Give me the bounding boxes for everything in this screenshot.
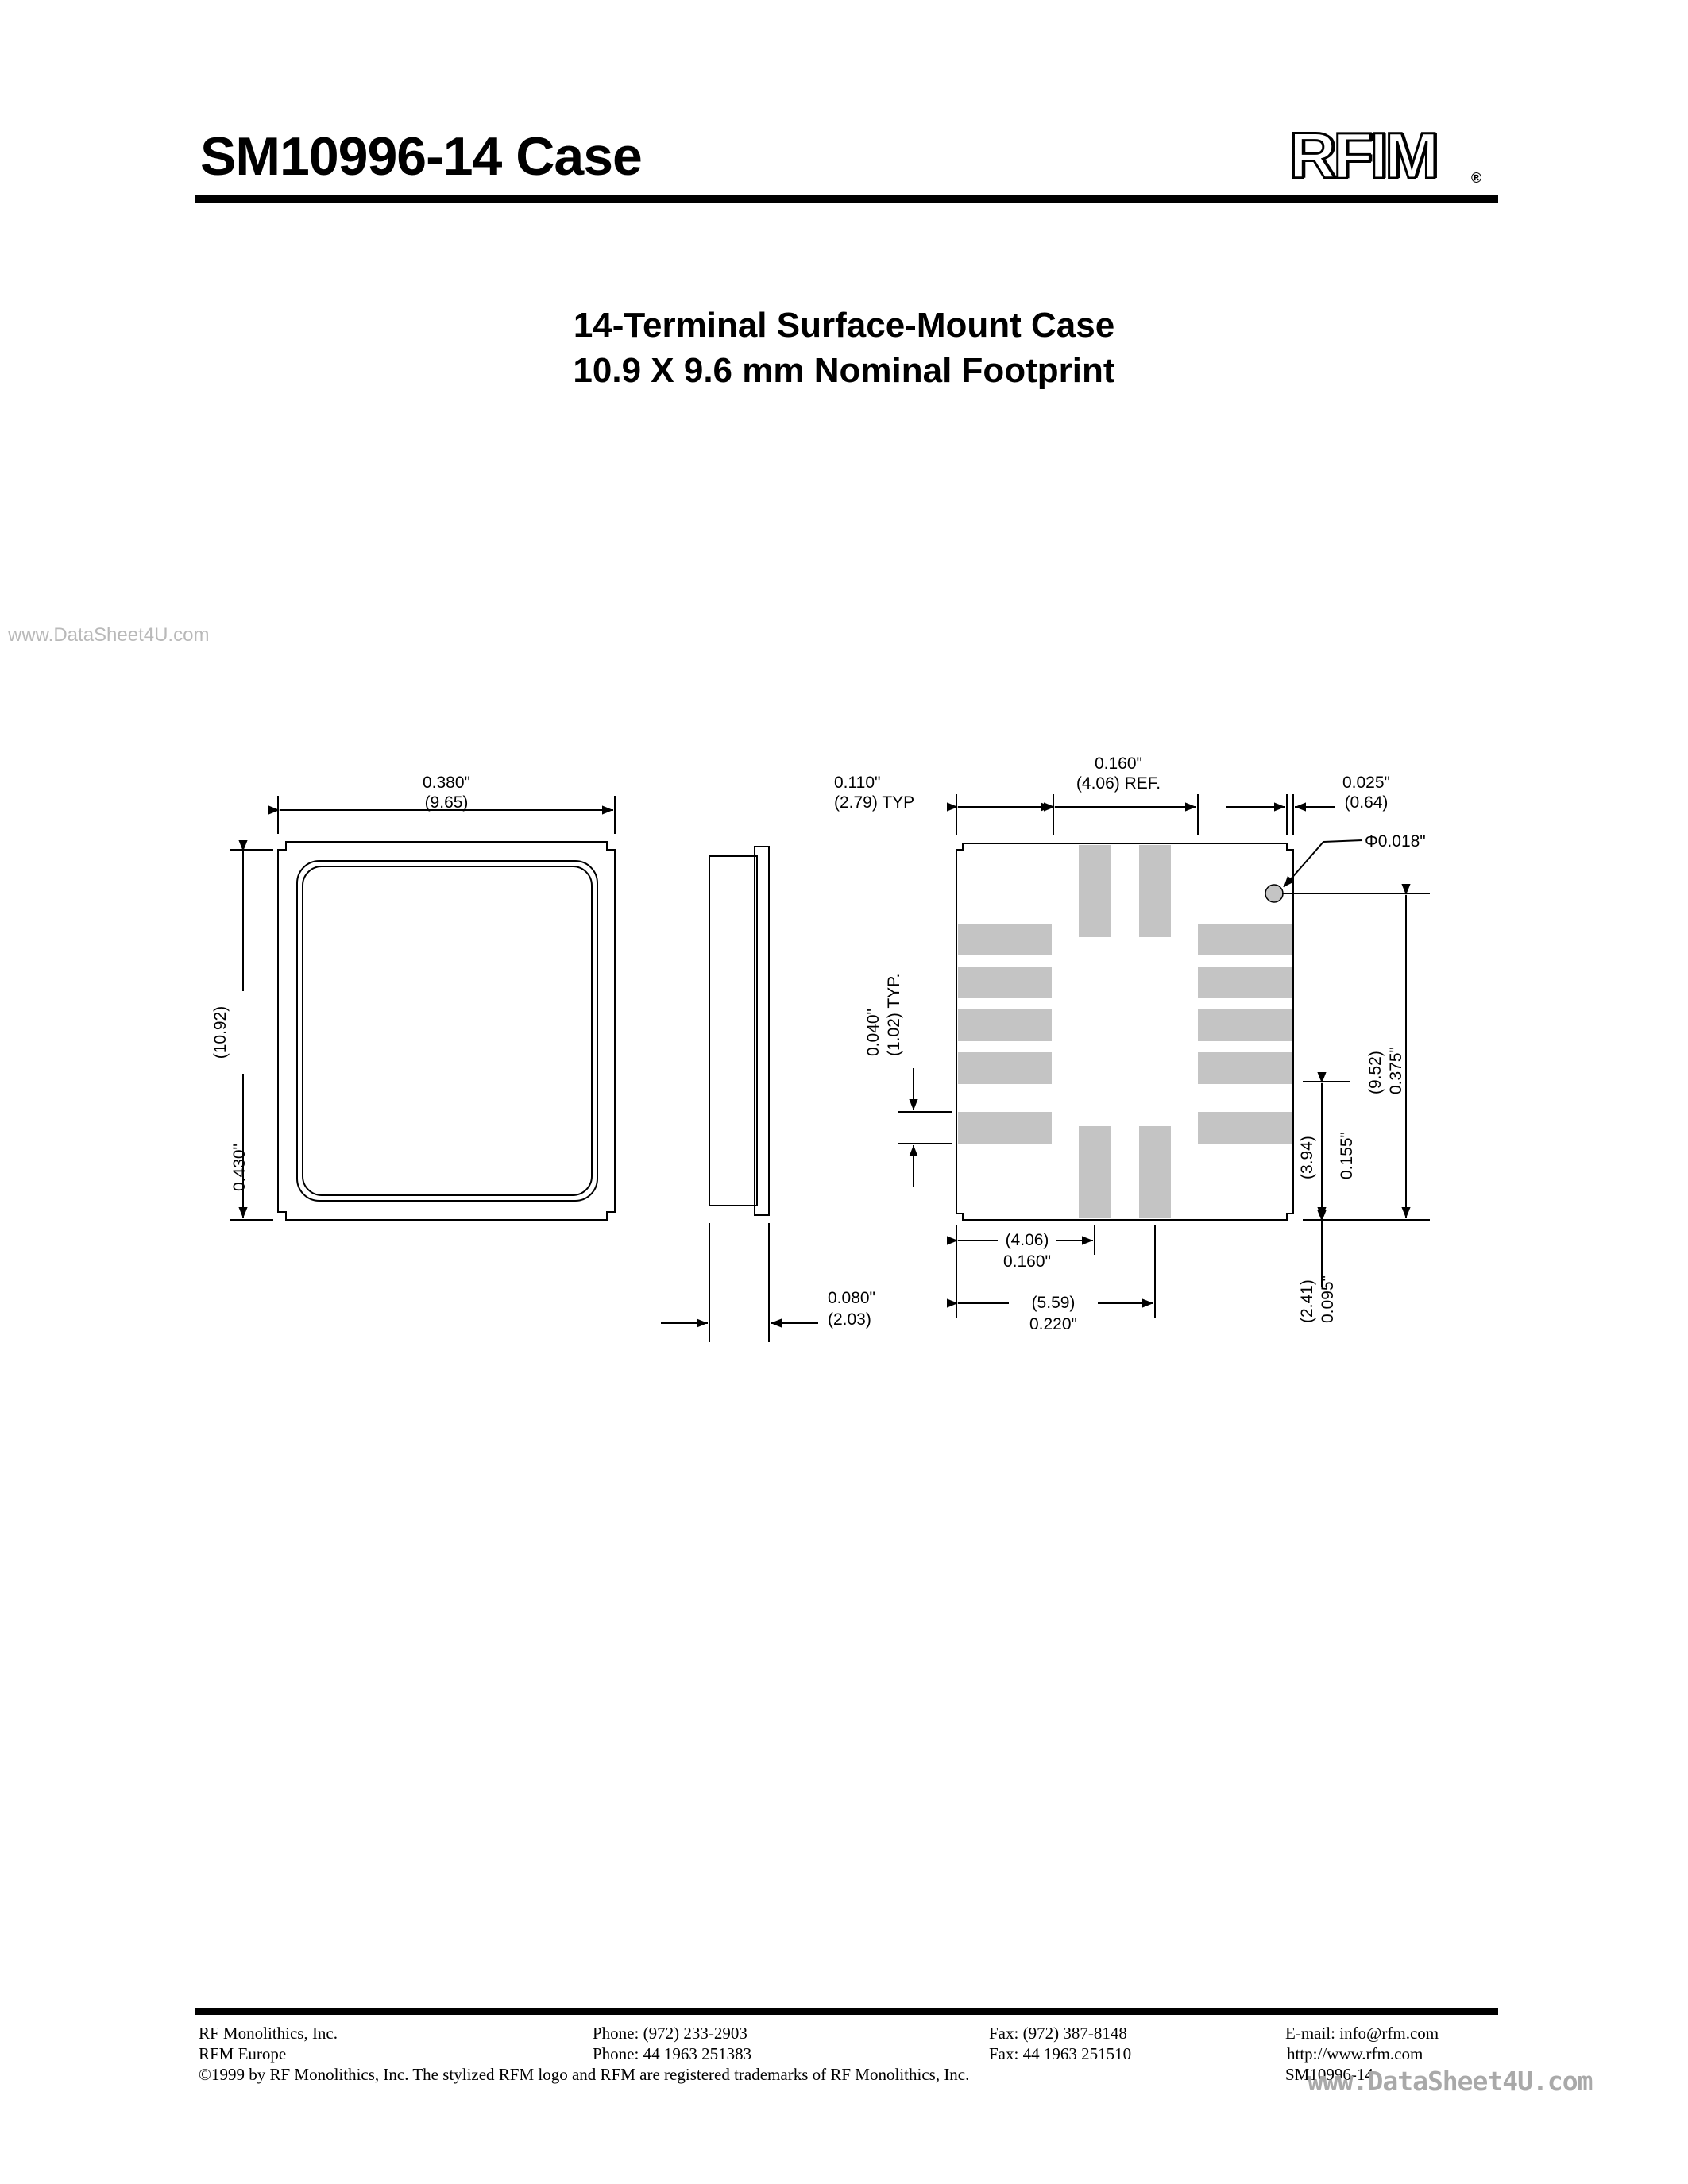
bottom-b-in: 0.220" [1029,1315,1077,1333]
bottom-offset-in: 0.095" [1319,1275,1337,1323]
pad-length-in: 0.110" [834,774,880,792]
right-span-mm: (9.52) [1366,1051,1385,1094]
pitch-in: 0.040" [864,1009,883,1056]
footer-email[interactable]: E-mail: info@rfm.com [1285,2024,1439,2043]
top-view [230,796,616,1221]
bottom-a-in: 0.160" [1003,1252,1051,1271]
footer-fax-us: Fax: (972) 387-8148 [989,2024,1127,2043]
center-ref-mm: (4.06) REF. [1076,774,1161,793]
top-height-mm: (10.92) [211,1006,230,1059]
footer-phone-eu: Phone: 44 1963 251383 [593,2044,752,2063]
right-lower-mm: (3.94) [1298,1136,1316,1179]
rfm-logo: RFIM [1288,119,1439,194]
side-view [661,846,818,1342]
bottom-a-mm: (4.06) [1006,1231,1049,1249]
side-thickness-in: 0.080" [828,1289,875,1307]
footer-doc-code: SM10996-14 [1285,2065,1373,2084]
subtitle-line-1: 14-Terminal Surface-Mount Case [573,306,1115,345]
watermark-left: www.DataSheet4U.com [8,624,210,646]
right-span-in: 0.375" [1387,1047,1405,1094]
edge-mm: (0.64) [1345,793,1389,812]
footer-phone-us: Phone: (972) 233-2903 [593,2024,747,2043]
pin1-hole [1265,884,1284,903]
side-thickness-mm: (2.03) [828,1310,871,1329]
terminal-pads [958,845,1292,1218]
footer-company-us: RF Monolithics, Inc. [199,2024,338,2043]
footer-copyright: ©1999 by RF Monolithics, Inc. The styliz… [199,2065,970,2084]
pad-length-mm: (2.79) TYP [834,793,914,812]
page-title: SM10996-14 Case [200,126,643,187]
hole-diameter: Φ0.018" [1365,832,1426,851]
pitch-mm: (1.02) TYP. [885,974,903,1056]
footer-url[interactable]: http://www.rfm.com [1287,2044,1423,2063]
right-lower-in: 0.155" [1338,1132,1356,1179]
header-rule [195,195,1498,203]
subtitle-line-2: 10.9 X 9.6 mm Nominal Footprint [573,351,1115,390]
top-height-in: 0.430" [230,1144,249,1191]
edge-in: 0.025" [1342,774,1390,792]
watermark-right: www.DataSheet4U.com [1308,2066,1593,2097]
bottom-offset-mm: (2.41) [1298,1279,1316,1323]
center-ref-in: 0.160" [1095,754,1142,773]
bottom-b-mm: (5.59) [1032,1294,1076,1312]
footer-rule [195,2008,1498,2015]
footer-fax-eu: Fax: 44 1963 251510 [989,2044,1132,2063]
top-width-in: 0.380" [423,774,470,792]
footer-company-eu: RFM Europe [199,2044,287,2063]
top-width-mm: (9.65) [425,793,469,812]
footprint-view [898,794,1430,1318]
registered-mark: ® [1471,170,1482,186]
